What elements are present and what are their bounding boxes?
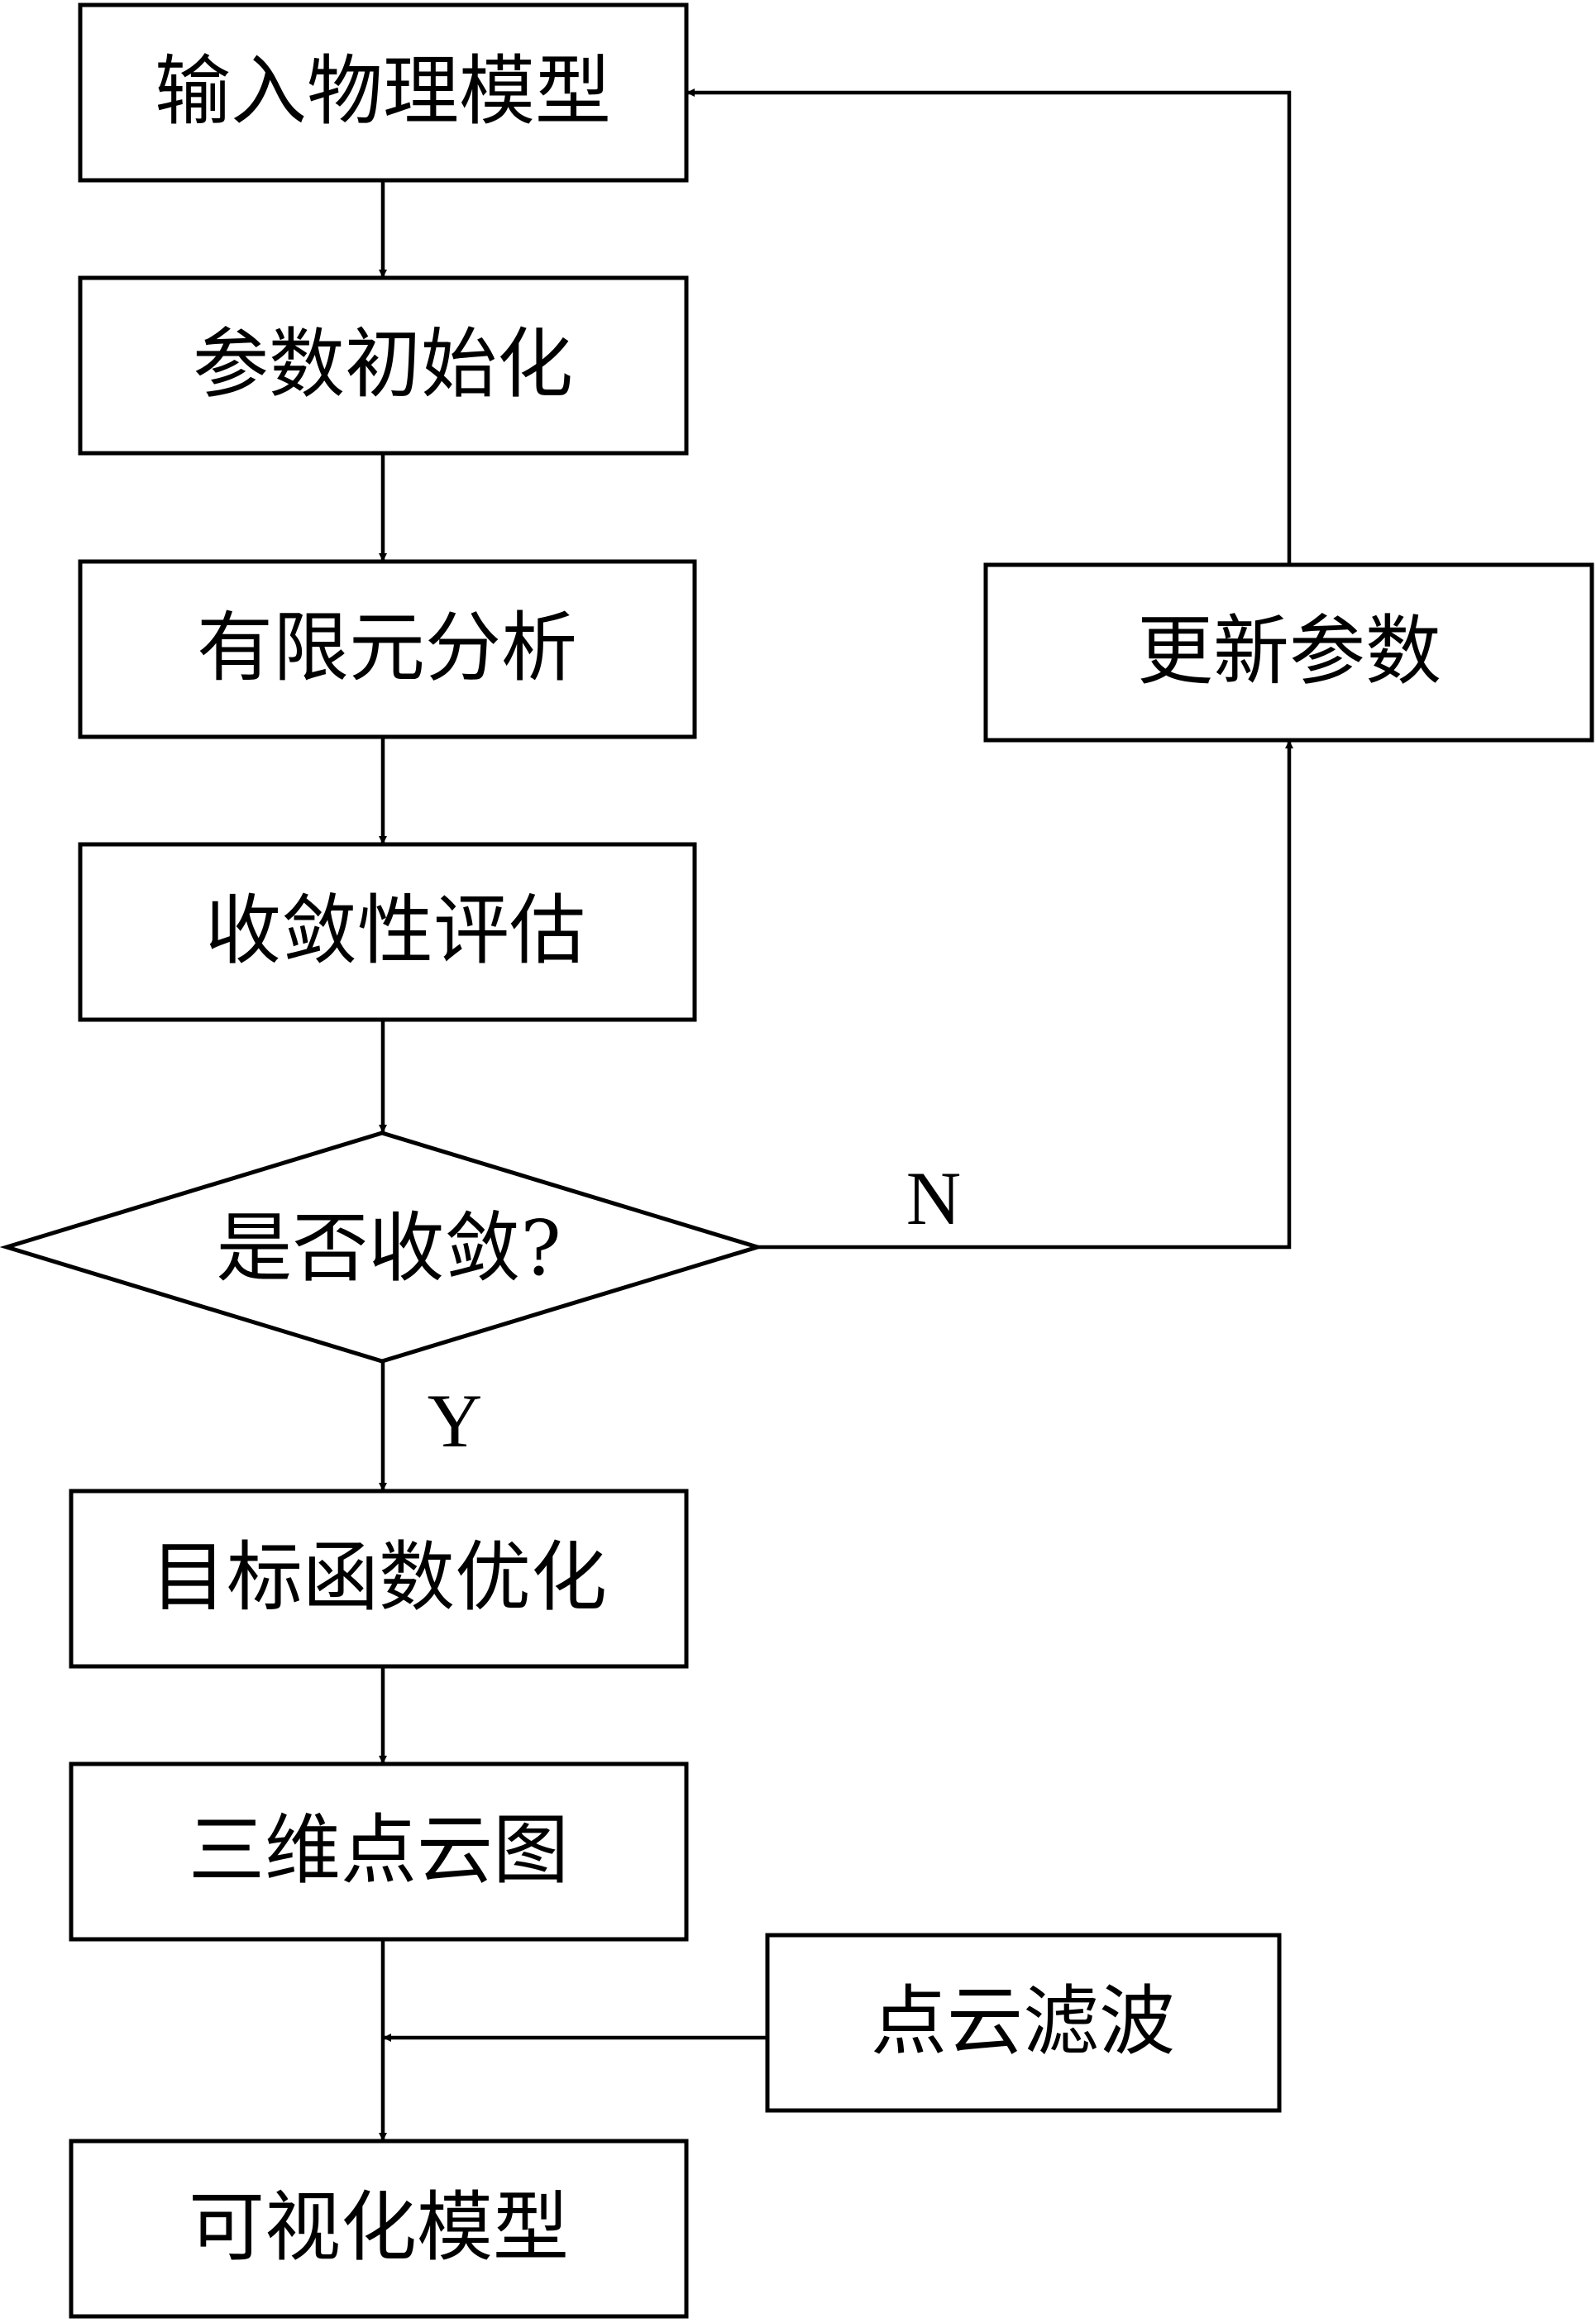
- node-point-cloud-3d: 三维点云图: [69, 1761, 689, 1942]
- node-input-model-label: 输入物理模型: [155, 47, 611, 136]
- node-point-cloud-3d-label: 三维点云图: [189, 1806, 569, 1895]
- node-objective-opt: 目标函数优化: [69, 1489, 689, 1669]
- node-param-init: 参数初始化: [78, 275, 689, 456]
- arrow-decision-no: [757, 740, 1293, 1250]
- node-fea: 有限元分析: [78, 559, 697, 739]
- node-converged-decision-label: 是否收敛?: [216, 1204, 561, 1293]
- node-point-cloud-filter: 点云滤波: [765, 1933, 1282, 2113]
- node-convergence-eval-label: 收敛性评估: [205, 887, 585, 975]
- node-visual-model: 可视化模型: [69, 2139, 689, 2319]
- edge-label-yes: Y: [428, 1379, 482, 1463]
- node-visual-model-label: 可视化模型: [189, 2183, 569, 2272]
- node-point-cloud-filter-label: 点云滤波: [871, 1977, 1175, 2066]
- node-convergence-eval: 收敛性评估: [78, 842, 697, 1022]
- node-update-params: 更新参数: [983, 562, 1594, 743]
- node-input-model: 输入物理模型: [78, 2, 689, 183]
- edge-label-no: N: [906, 1156, 961, 1240]
- node-fea-label: 有限元分析: [197, 604, 577, 692]
- node-converged-decision: 是否收敛?: [0, 1130, 765, 1364]
- node-update-params-label: 更新参数: [1137, 607, 1441, 695]
- arrow-update-to-input: [686, 88, 1292, 565]
- node-param-init-label: 参数初始化: [193, 320, 573, 409]
- node-objective-opt-label: 目标函数优化: [151, 1533, 607, 1622]
